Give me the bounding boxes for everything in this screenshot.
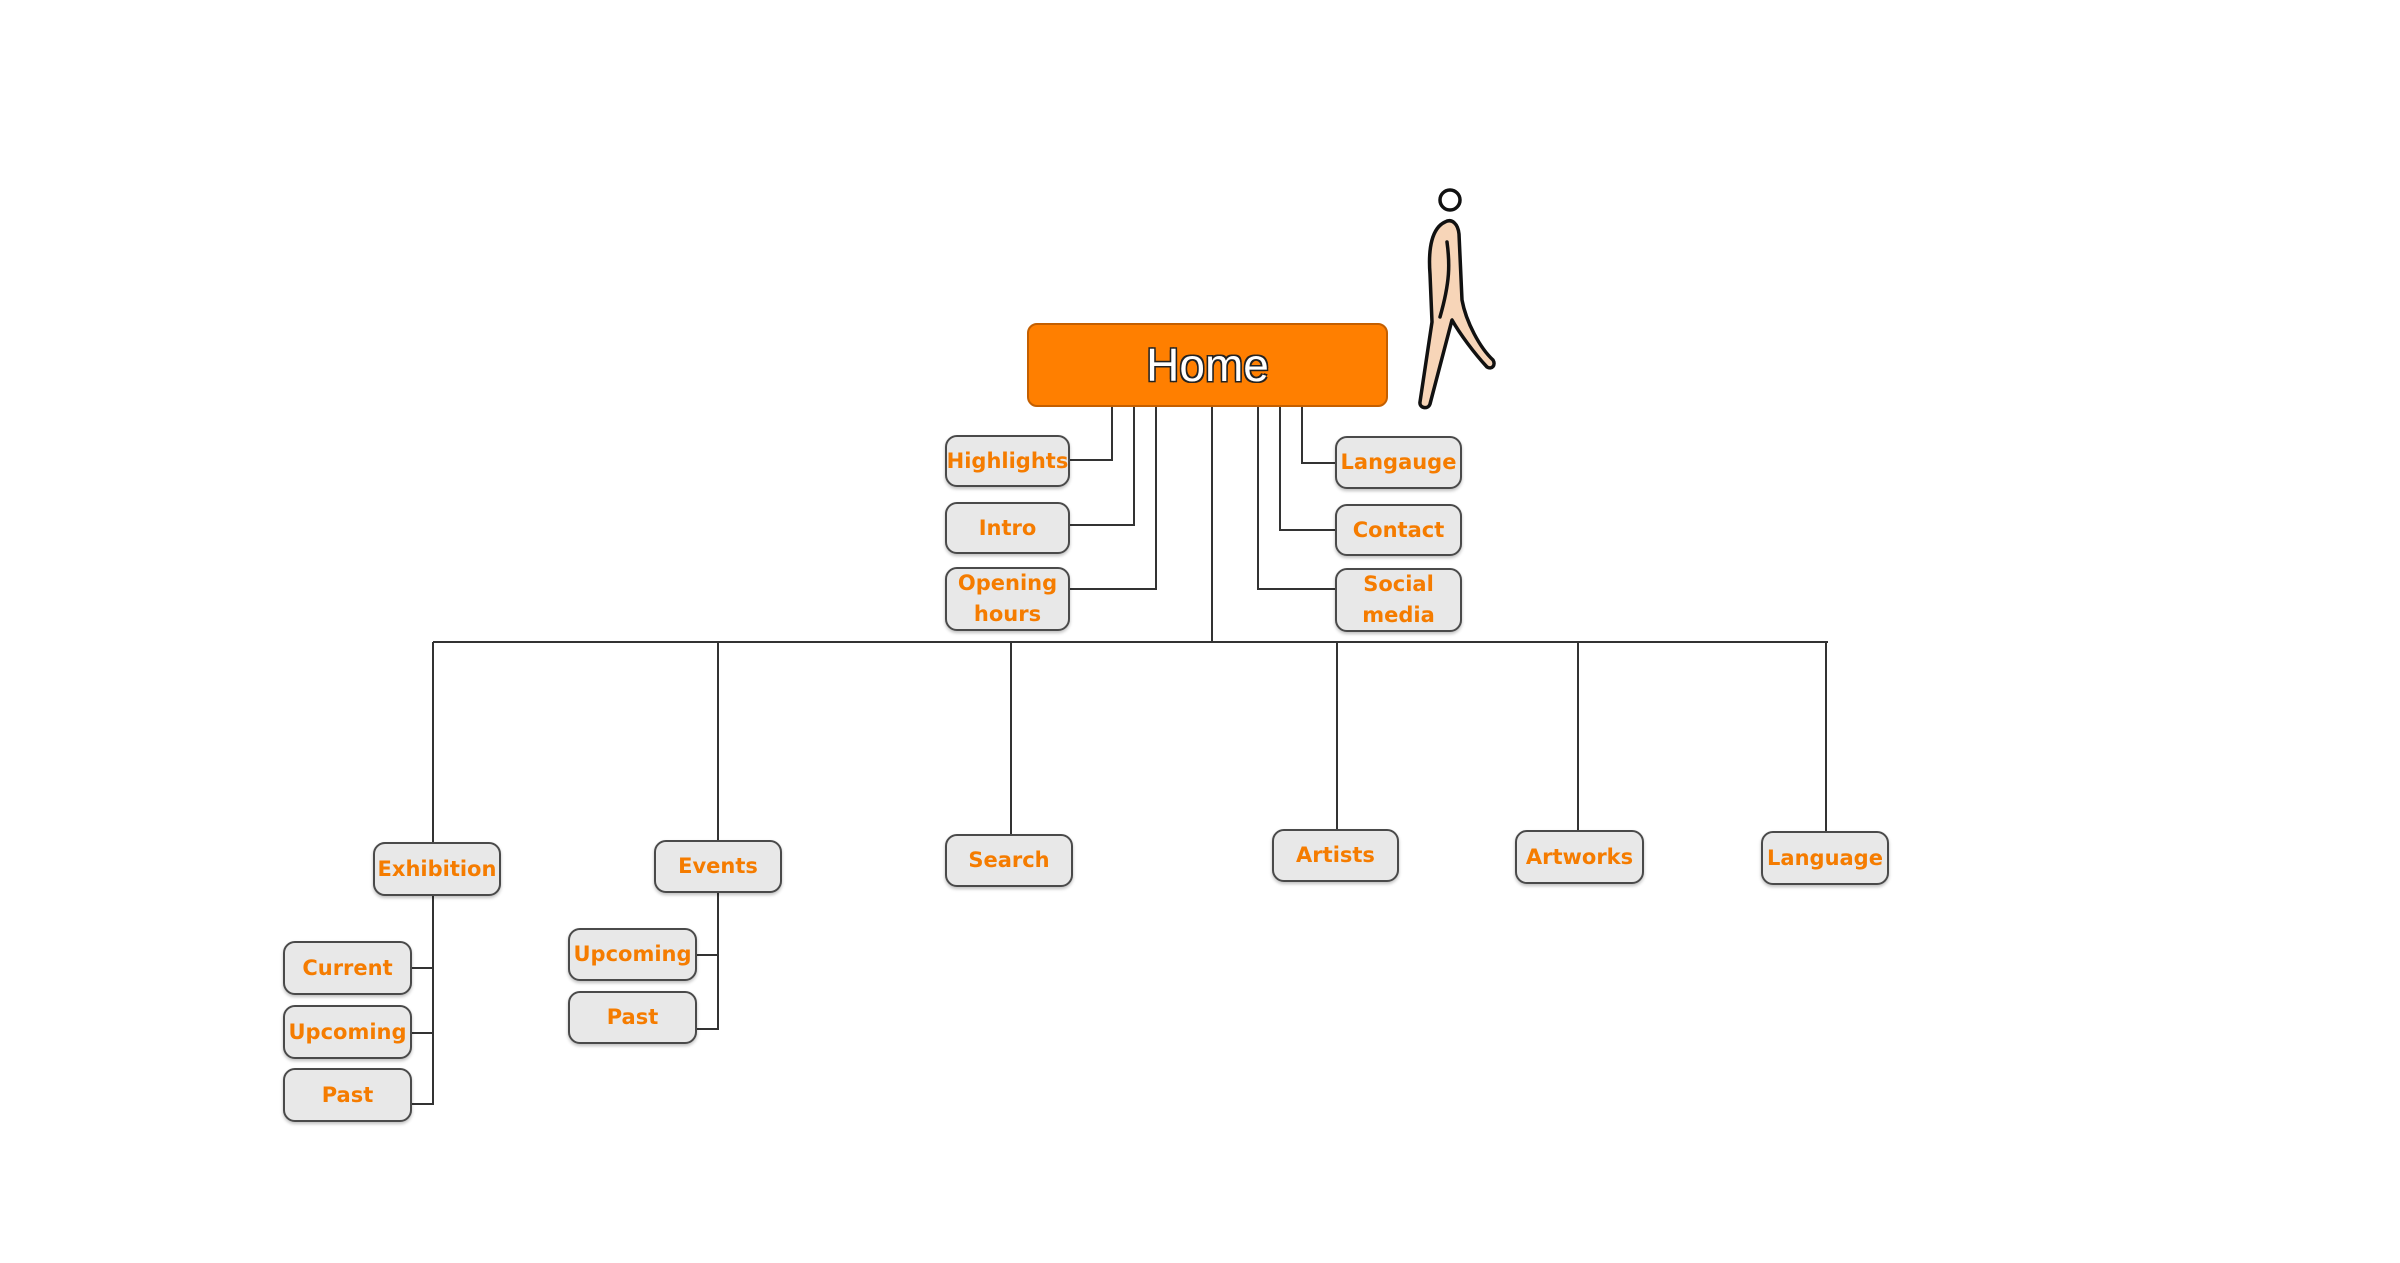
node-label: Past: [606, 1005, 659, 1029]
node-label: Social media: [1362, 572, 1435, 627]
home-node[interactable]: Home: [1027, 323, 1388, 407]
node-language[interactable]: Language: [1761, 831, 1889, 885]
walking-person-icon: [1418, 188, 1496, 410]
node-langauge[interactable]: Langauge: [1335, 436, 1462, 489]
node-social-media[interactable]: Social media: [1335, 568, 1462, 632]
node-label: Past: [321, 1082, 374, 1107]
node-label: Upcoming: [288, 1019, 407, 1044]
node-label: Opening hours: [957, 571, 1058, 626]
node-exhibition-upcoming[interactable]: Upcoming: [283, 1005, 412, 1059]
node-label: Artists: [1296, 843, 1375, 867]
connector-exhibition-children: [411, 894, 434, 1105]
node-contact[interactable]: Contact: [1335, 504, 1462, 556]
node-label: Upcoming: [573, 942, 692, 966]
node-opening-hours[interactable]: Opening hours: [945, 567, 1070, 631]
connector-home-contact: [1279, 406, 1342, 531]
node-label: Search: [968, 848, 1050, 872]
node-label: Contact: [1352, 517, 1445, 542]
connector-home-social-media: [1257, 406, 1342, 590]
connector-events-children: [697, 891, 719, 1030]
connector-home-opening-hours: [1068, 406, 1157, 590]
connector-home-intro: [1068, 406, 1135, 526]
node-label: Artworks: [1525, 844, 1634, 869]
node-label: Highlights: [946, 448, 1069, 473]
node-intro[interactable]: Intro: [945, 502, 1070, 554]
node-label: Language: [1767, 845, 1883, 870]
node-search[interactable]: Search: [945, 834, 1073, 887]
connector-home-langauge: [1301, 406, 1342, 464]
node-artworks[interactable]: Artworks: [1515, 830, 1644, 884]
connector-home-highlights: [1068, 406, 1113, 461]
node-artists[interactable]: Artists: [1272, 829, 1399, 882]
node-label: Exhibition: [377, 856, 497, 881]
node-label: Events: [678, 854, 758, 878]
node-label: Current: [302, 955, 393, 980]
node-events-past[interactable]: Past: [568, 991, 697, 1044]
node-events[interactable]: Events: [654, 840, 782, 893]
home-label: Home: [1146, 338, 1269, 391]
node-exhibition-current[interactable]: Current: [283, 941, 412, 995]
node-exhibition-past[interactable]: Past: [283, 1068, 412, 1122]
node-label: Intro: [978, 515, 1037, 540]
node-exhibition[interactable]: Exhibition: [373, 842, 501, 896]
node-events-upcoming[interactable]: Upcoming: [568, 928, 697, 981]
node-label: Langauge: [1340, 450, 1457, 474]
node-highlights[interactable]: Highlights: [945, 435, 1070, 487]
